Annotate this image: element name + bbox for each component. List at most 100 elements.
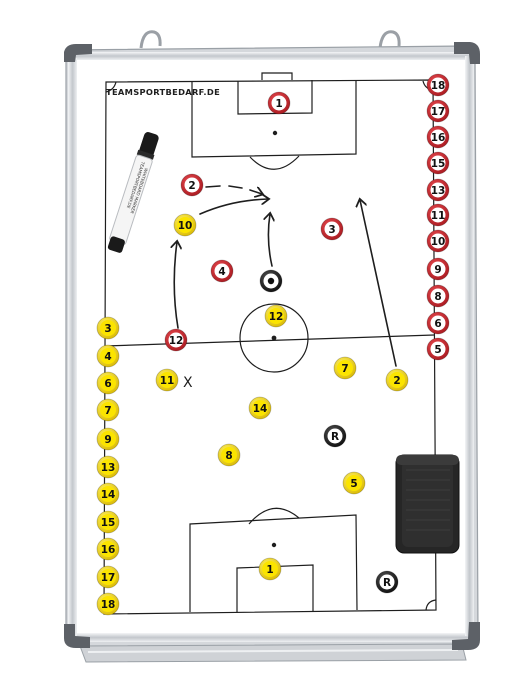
yellow-bench-magnet-number: 7 — [104, 405, 111, 417]
red-player-magnet-number: 4 — [218, 266, 225, 278]
yellow-bench-magnet[interactable]: 14 — [96, 482, 120, 506]
red-bench-magnet-number: 18 — [431, 80, 446, 92]
red-bench-magnet-face — [430, 207, 446, 223]
red-player-magnet-face — [214, 263, 230, 279]
yellow-bench-magnet[interactable]: 7 — [96, 398, 120, 422]
yellow-bench-magnet[interactable]: 15 — [96, 510, 120, 534]
red-bench-magnet-number: 15 — [431, 158, 446, 170]
yellow-bench-magnet-face — [100, 459, 116, 475]
yellow-player-magnet[interactable]: 11 — [155, 368, 179, 392]
red-player-magnet[interactable]: 4 — [210, 259, 234, 283]
red-bench-magnet-number: 8 — [434, 291, 441, 303]
yellow-player-magnet[interactable]: 14 — [248, 396, 272, 420]
yellow-bench-magnet-number: 14 — [101, 489, 116, 501]
red-player-magnet-number: 1 — [275, 98, 282, 110]
red-bench-magnet-number: 10 — [431, 236, 446, 248]
red-bench-magnet-face — [430, 261, 446, 277]
yellow-bench-magnet-number: 3 — [104, 323, 111, 335]
yellow-bench-magnet-face — [100, 486, 116, 502]
yellow-bench-magnet[interactable]: 18 — [96, 592, 120, 616]
red-bench-magnet-face — [430, 103, 446, 119]
yellow-bench-magnet[interactable]: 9 — [96, 427, 120, 451]
yellow-player-magnet-face — [268, 308, 284, 324]
yellow-bench-magnet-face — [100, 348, 116, 364]
yellow-bench-magnet[interactable]: 3 — [96, 316, 120, 340]
red-bench-magnet[interactable]: 11 — [426, 203, 450, 227]
whiteboard-eraser[interactable] — [395, 454, 460, 554]
tactic-drawings — [174, 185, 397, 367]
yellow-bench-magnet-face — [100, 541, 116, 557]
red-bench-magnet-face — [430, 129, 446, 145]
red-player-magnet-face — [271, 95, 287, 111]
red-bench-magnet[interactable]: 15 — [426, 151, 450, 175]
yellow-player-magnet[interactable]: 2 — [385, 368, 409, 392]
yellow-bench-magnet-face — [100, 569, 116, 585]
yellow-bench-magnet[interactable]: 4 — [96, 344, 120, 368]
red-player-magnet-number: 12 — [169, 335, 184, 347]
frame-corners — [64, 42, 480, 650]
red-bench-magnet[interactable]: 9 — [426, 257, 450, 281]
yellow-player-magnet-number: 14 — [253, 403, 268, 415]
red-bench-magnet[interactable]: 8 — [426, 284, 450, 308]
yellow-bench-magnet[interactable]: 6 — [96, 371, 120, 395]
red-bench-magnet[interactable]: 13 — [426, 178, 450, 202]
red-bench-magnet-number: 13 — [431, 185, 446, 197]
yellow-player-magnet-face — [337, 360, 353, 376]
red-bench-magnet[interactable]: 10 — [426, 229, 450, 253]
red-bench-magnet[interactable]: 16 — [426, 125, 450, 149]
referee-magnet-number: R — [383, 577, 391, 589]
centre-circle — [239, 303, 309, 373]
yellow-player-magnet[interactable]: 5 — [342, 471, 366, 495]
brand-label: TEAMSPORTBEDARF.DE — [106, 87, 220, 97]
red-player-magnet[interactable]: 2 — [180, 173, 204, 197]
red-player-magnet-number: 2 — [188, 180, 195, 192]
yellow-player-magnet-number: 2 — [393, 375, 400, 387]
yellow-bench-magnet[interactable]: 16 — [96, 537, 120, 561]
yellow-bench-magnet-face — [100, 431, 116, 447]
red-player-magnet-face — [184, 177, 200, 193]
red-player-magnet[interactable]: 12 — [164, 328, 188, 352]
yellow-bench-magnet-face — [100, 596, 116, 612]
pass-arrow-dashed — [205, 185, 262, 194]
yellow-bench-magnet[interactable]: 17 — [96, 565, 120, 589]
cross-mark: X — [183, 375, 193, 391]
yellow-player-magnet-number: 11 — [160, 375, 175, 387]
yellow-player-magnet-number: 7 — [341, 363, 348, 375]
yellow-player-magnet-face — [346, 475, 362, 491]
red-bench-magnet-number: 16 — [431, 132, 446, 144]
yellow-bench-magnet-number: 4 — [104, 351, 111, 363]
yellow-player-magnet[interactable]: 7 — [333, 356, 357, 380]
red-player-magnet[interactable]: 1 — [267, 91, 291, 115]
referee-magnet[interactable]: R — [375, 570, 399, 594]
referee-magnet[interactable]: R — [323, 424, 347, 448]
referee-magnet-face — [379, 574, 395, 590]
yellow-player-magnet[interactable]: 8 — [217, 443, 241, 467]
yellow-bench-magnet-number: 18 — [101, 599, 116, 611]
yellow-player-magnet-number: 10 — [178, 220, 193, 232]
red-bench-magnet[interactable]: 5 — [426, 337, 450, 361]
referee-magnet-face — [327, 428, 343, 444]
yellow-player-magnet-face — [221, 447, 237, 463]
red-bench-magnet-number: 11 — [431, 210, 446, 222]
red-bench-magnet-face — [430, 155, 446, 171]
yellow-bench-magnet-face — [100, 402, 116, 418]
yellow-bench-magnet-number: 17 — [101, 572, 116, 584]
run-arrow-10 — [199, 199, 268, 215]
red-player-magnet-number: 3 — [328, 224, 335, 236]
yellow-bench-magnet-number: 13 — [101, 462, 116, 474]
red-bench-magnet-number: 6 — [434, 318, 441, 330]
yellow-bench-magnet-number: 15 — [101, 517, 116, 529]
yellow-bench-magnet-face — [100, 514, 116, 530]
red-bench-magnet[interactable]: 17 — [426, 99, 450, 123]
magnets-layer: 1234121817161513111098651012117214851346… — [96, 73, 450, 616]
yellow-player-magnet[interactable]: 12 — [264, 304, 288, 328]
red-bench-magnet[interactable]: 18 — [426, 73, 450, 97]
yellow-player-magnet-face — [177, 217, 193, 233]
red-bench-magnet-number: 17 — [431, 106, 446, 118]
yellow-player-magnet[interactable]: 10 — [173, 213, 197, 237]
yellow-player-magnet[interactable]: 1 — [258, 557, 282, 581]
red-bench-magnet[interactable]: 6 — [426, 311, 450, 335]
red-player-magnet[interactable]: 3 — [320, 217, 344, 241]
yellow-bench-magnet[interactable]: 13 — [96, 455, 120, 479]
